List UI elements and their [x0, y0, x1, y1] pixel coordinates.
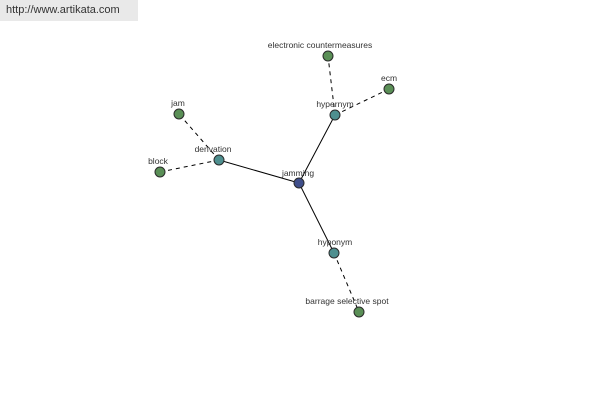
label-hypernym: hypernym	[316, 99, 353, 109]
edge-derivation-block	[159, 159, 220, 173]
nodes-layer	[154, 50, 395, 318]
labels-layer: jamming derivation hypernym hyponym jam block…	[148, 40, 397, 306]
edge-hypernym-ecm	[334, 88, 390, 116]
node-electronic-countermeasures[interactable]	[322, 50, 334, 62]
label-ecm: ecm	[381, 73, 397, 83]
edge-jamming-hypernym	[298, 114, 336, 184]
edge-jamming-hyponym	[298, 182, 335, 254]
node-jam[interactable]	[173, 108, 185, 120]
node-hyponym[interactable]	[328, 247, 340, 259]
edge-derivation-jam	[178, 113, 220, 161]
label-jam: jam	[170, 98, 185, 108]
label-hyponym: hyponym	[318, 237, 353, 247]
edge-hypernym-electronic-countermeasures	[327, 55, 336, 116]
label-block: block	[148, 156, 169, 166]
label-electronic-countermeasures: electronic countermeasures	[268, 40, 372, 50]
label-jamming: jamming	[281, 168, 314, 178]
node-hypernym[interactable]	[329, 109, 341, 121]
node-jamming[interactable]	[293, 177, 305, 189]
edge-jamming-derivation	[218, 159, 300, 184]
edge-hyponym-barrage-selective-spot	[333, 252, 360, 313]
edges-layer	[159, 55, 390, 313]
label-derivation: derivation	[195, 144, 232, 154]
node-ecm[interactable]	[383, 83, 395, 95]
node-block[interactable]	[154, 166, 166, 178]
node-barrage-selective-spot[interactable]	[353, 306, 365, 318]
node-derivation[interactable]	[213, 154, 225, 166]
source-url[interactable]: http://www.artikata.com	[0, 0, 138, 21]
label-barrage-selective-spot: barrage selective spot	[305, 296, 389, 306]
